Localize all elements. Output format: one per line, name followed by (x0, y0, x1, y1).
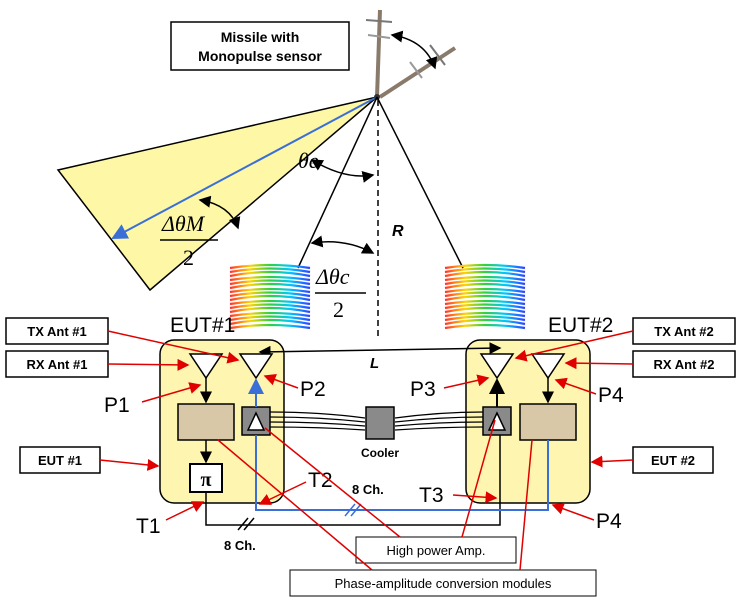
delta-theta-c-numerator: Δθc (315, 264, 350, 289)
rx-antenna-1-icon (188, 353, 224, 380)
baseline-label: L (370, 355, 379, 372)
missile-label-line2: Monopulse sensor (198, 48, 322, 64)
theta-e-arc (310, 159, 375, 183)
delta-theta-m-numerator: ΔθM (161, 211, 206, 236)
beam-axis-arrow (111, 96, 378, 239)
eut1-receiver-module (177, 403, 235, 441)
rx-ant1-label-box (5, 350, 109, 378)
p4-label: P4 (598, 384, 624, 407)
rx-antenna-2-icon (530, 353, 566, 380)
cooler-pipes (269, 411, 484, 431)
tx-antenna-2-icon (479, 353, 515, 380)
rx-ant1-label: RX Ant #1 (27, 357, 88, 372)
hpa-label-box (355, 536, 517, 564)
delta-theta-c-denominator: 2 (333, 297, 344, 322)
p2-label: P2 (300, 378, 326, 401)
hpa-label: High power Amp. (387, 543, 486, 558)
pacm-label: Phase-amplitude conversion modules (335, 576, 552, 591)
theta-c-arc (310, 235, 375, 254)
eut1-label: EUT #1 (38, 453, 82, 468)
tx-ant2-label: TX Ant #2 (654, 324, 713, 339)
wavefront-eut1-icon (229, 263, 311, 330)
wavefront-eut2-icon (444, 263, 526, 330)
tx-antenna-1-icon (238, 353, 274, 380)
pi-label: π (201, 469, 212, 491)
eut1-hpa-icon (246, 411, 266, 431)
monopulse-beam-cone (56, 96, 378, 292)
baseline-L (258, 342, 502, 358)
p4-lower-label: P4 (596, 510, 622, 533)
t2-label: T2 (308, 469, 333, 492)
p1-label: P1 (104, 394, 130, 417)
t3-label: T3 (419, 484, 444, 507)
cooler-label: Cooler (361, 446, 399, 460)
eut2-top-label: EUT#2 (548, 314, 613, 337)
channel-count-top: 8 Ch. (352, 482, 384, 497)
cooler-unit (365, 406, 395, 440)
missile-label-box (170, 21, 350, 71)
eut1-top-label: EUT#1 (170, 314, 235, 337)
p3-label: P3 (410, 378, 436, 401)
pacm-label-box (289, 569, 597, 597)
tx-ant2-label-box (632, 317, 736, 345)
eut2-receiver-module (519, 403, 577, 441)
beam-angle-arc (198, 195, 241, 230)
channel-count-bottom: 8 Ch. (224, 538, 256, 553)
delta-theta-m-denominator: 2 (183, 245, 194, 270)
tx-ant1-label: TX Ant #1 (27, 324, 86, 339)
missile-icon (365, 9, 457, 100)
tx-ant1-label-box (5, 317, 109, 345)
missile-label-line1: Missile with (221, 29, 300, 45)
theta-e-label: θe (298, 148, 319, 173)
line-to-eut2 (376, 96, 464, 269)
rx-ant2-label: RX Ant #2 (654, 357, 715, 372)
eut2-label: EUT #2 (651, 453, 695, 468)
range-label: R (392, 223, 404, 240)
missile-rotation-arc (390, 30, 438, 70)
eut1-label-box (19, 446, 101, 474)
t1-label: T1 (136, 515, 161, 538)
channel-bus-black (205, 435, 501, 526)
